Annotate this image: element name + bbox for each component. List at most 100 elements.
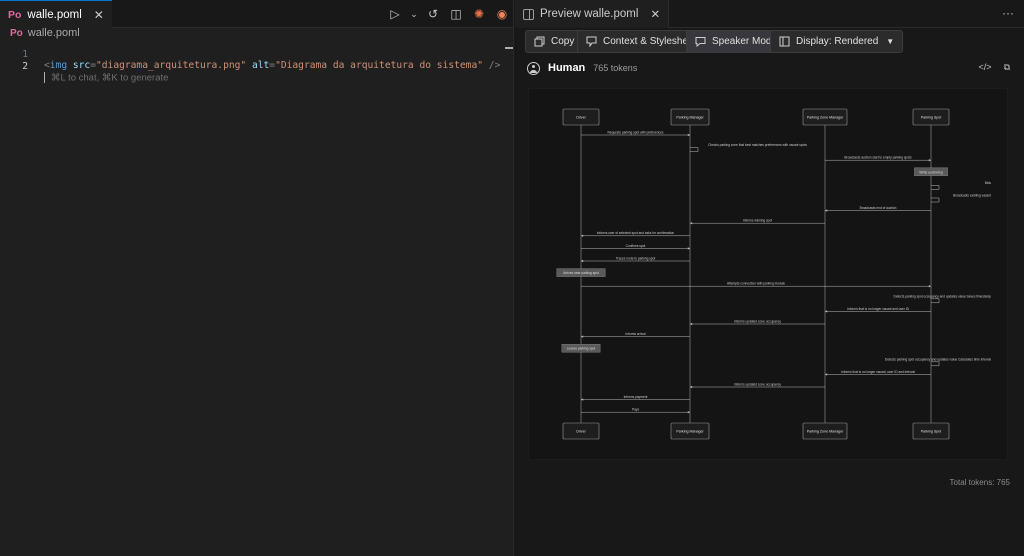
breadcrumb[interactable]: Po walle.poml [10,26,80,40]
arrowhead [687,411,690,414]
message-label: Broadcasts end of auction [860,206,897,210]
self-message-arrow [931,197,940,203]
speaker-header: Human 765 tokens [527,60,637,76]
participant-box [670,422,710,440]
message-label: Informs updated zone occupancy [734,382,781,386]
history-icon[interactable]: ↺ [427,7,439,21]
speaker-mode-button[interactable]: Speaker Mode [686,30,787,53]
total-tokens: Total tokens: 765 [949,478,1010,487]
copy-label: Copy [551,36,575,47]
speaker-name: Human [548,62,586,74]
participant-box [670,108,710,126]
display-label: Display: Rendered [796,36,879,47]
arrowhead [687,247,690,250]
participant-box [912,108,950,126]
editor-tab-label: walle.poml [27,8,82,21]
close-tab-icon[interactable]: ✕ [93,7,104,22]
arrowhead [581,259,584,263]
arrowhead [825,209,828,212]
participant-label: Parking Manager [676,430,704,434]
open-preview-icon[interactable]: ◫ [450,7,462,21]
arrowhead [690,222,693,225]
arrowhead [825,373,828,376]
self-message-arrow [931,298,940,304]
code-content[interactable]: ⌘L to chat, ⌘K to generate [44,72,168,84]
arrowhead [690,322,693,326]
arrowhead [928,159,931,162]
code-content[interactable]: <img src="diagrama_arquitetura.png" alt=… [44,60,500,71]
preview-tab[interactable]: Preview walle.poml ✕ [515,0,670,28]
message-label: Pays [632,408,639,412]
message-label: Informs user of selected spot and asks f… [597,231,675,235]
participant-label: Parking Spot [921,116,942,120]
inline-hint: ⌘L to chat, ⌘K to generate [51,72,169,84]
editor-tab-walle[interactable]: Po walle.poml ✕ [0,0,112,28]
message-label: Detects parking spot occupancy and updat… [885,357,991,361]
code-token: img [49,60,68,71]
extension-icon[interactable]: ◉ [496,7,508,21]
arrowhead [687,133,690,137]
editor-tab-bar: Po walle.poml ✕ ▷⌄↺◫✺◉◨··· [0,0,555,28]
code-line-2[interactable]: 2 ⌘L to chat, ⌘K to generate [0,50,514,84]
self-message-arrow [931,361,940,367]
token-count: 765 tokens [593,63,638,73]
participant-label: Parking Zone Manager [807,430,844,434]
note-box [561,343,601,353]
preview-tab-label: Preview walle.poml [540,8,639,20]
message-label: Requests parking spot with preferences [608,130,664,134]
message-label: Broadcasts auction start to empty parkin… [844,156,912,160]
spark-icon[interactable]: ✺ [473,7,485,21]
breadcrumb-file[interactable]: walle.poml [27,27,80,39]
arrowhead [690,385,693,389]
copy-icon [534,36,545,47]
message-label: Informs that is no longer vacant, user I… [841,370,915,374]
participant-box [912,422,950,440]
code-token: "diagrama_arquitetura.png" [96,60,247,71]
play-icon[interactable]: ▷ [390,7,400,21]
arrowhead [581,234,584,237]
line-number: 1 [22,49,28,60]
code-view-icon[interactable]: </> [978,62,992,72]
message-actions: </> ⧉ [979,62,1010,73]
code-token: = [269,60,276,71]
message-label: Broadcasts existing vacant [953,194,991,198]
more-icon[interactable]: ··· [1002,6,1014,20]
message-label: Attempts connection with parking module [727,282,785,286]
user-icon [527,61,540,75]
scrollbar-marker[interactable] [505,47,513,49]
caret-down-icon: ▼ [886,37,895,46]
speech-bubble-icon [695,36,706,47]
code-line-1[interactable]: 1 <img src="diagrama_arquitetura.png" al… [0,38,514,71]
close-tab-icon[interactable]: ✕ [650,9,661,21]
chevron-down-icon[interactable]: ⌄ [410,8,418,19]
note-box [556,268,606,277]
line-number: 2 [22,61,28,72]
message-label: Informs payment [624,395,648,399]
context-icon [586,36,597,47]
display-dropdown[interactable]: Display: Rendered ▼ [770,30,904,53]
code-token: /> [483,60,501,71]
message-label: Traces route to parking spot [616,256,656,260]
participant-label: Driver [576,116,586,120]
participant-label: Parking Zone Manager [807,116,844,120]
preview-tab-bar: Preview walle.poml ✕ ··· [515,0,1024,28]
text-cursor [44,72,45,83]
arrowhead [928,285,931,288]
editor-pane: Po walle.poml ✕ ▷⌄↺◫✺◉◨··· Po walle.poml… [0,0,555,556]
code-token: "Diagrama da arquitetura do sistema" [275,60,484,71]
copy-button[interactable]: Copy [525,30,584,53]
note-label: While auctioning [919,170,943,174]
context-stylesheet-button[interactable]: Context & Stylesheet [577,30,706,53]
poml-file-icon: Po [8,8,22,21]
message-label: Detects parking spot occupancy and updat… [894,294,992,298]
code-token: < [44,60,50,71]
copy-icon[interactable]: ⧉ [1003,62,1010,72]
participant-box [802,422,848,440]
speaker-label: Speaker Mode [712,36,778,47]
note-label: Leaves parking spot [567,347,596,351]
arrowhead [581,398,584,401]
self-message-arrow [931,185,940,190]
preview-pane: Preview walle.poml ✕ ··· Copy Context & … [515,0,1024,556]
